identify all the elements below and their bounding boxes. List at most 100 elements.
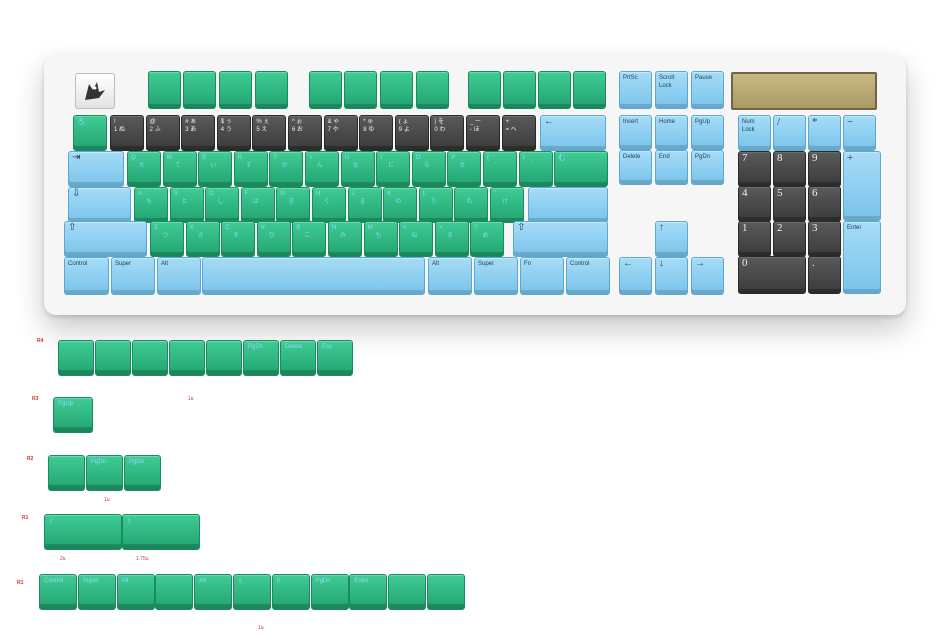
f-key[interactable]	[255, 71, 288, 109]
numpad-enter[interactable]: Enter	[843, 221, 881, 294]
modifier-key[interactable]: Control	[64, 257, 109, 295]
f-key[interactable]	[148, 71, 181, 109]
extra-key-r0[interactable]: 0	[271, 574, 310, 610]
modifier-key[interactable]: Super	[474, 257, 518, 295]
modifier-key[interactable]: Fn	[520, 257, 564, 295]
number-key[interactable]: @ 2 ふ	[145, 115, 180, 151]
extra-key-r4[interactable]	[169, 340, 205, 376]
extra-key-r0[interactable]: Enter	[349, 574, 388, 610]
extra-key-r2[interactable]: PgDn	[86, 455, 123, 491]
number-key[interactable]: ! 1 ぬ	[110, 115, 144, 151]
modifier-key[interactable]: Super	[111, 257, 155, 295]
extra-key-r1-2u[interactable]: ⇧	[44, 514, 122, 550]
extra-key-r0[interactable]: Control	[39, 574, 77, 610]
backslash-key[interactable]: む	[554, 151, 608, 187]
tab-key[interactable]: ⇥	[68, 151, 124, 187]
nav-key-pgup[interactable]: PgUp	[691, 115, 724, 150]
numpad-top-key[interactable]: Num Lock	[738, 115, 771, 151]
numpad-dot[interactable]: .	[808, 256, 841, 294]
nav-key-0[interactable]: PrtSc	[619, 71, 652, 109]
nav-key-delete[interactable]: Delete	[619, 150, 652, 185]
extra-key-r0[interactable]: Alt	[116, 574, 155, 610]
numpad-digit[interactable]: 1	[738, 221, 771, 257]
extra-key-r4[interactable]: Delete	[280, 340, 316, 376]
nav-key-home[interactable]: Home	[655, 115, 688, 150]
numpad-zero[interactable]: 0	[738, 256, 806, 294]
extra-key-r0[interactable]: Super	[77, 574, 116, 610]
enter-key[interactable]	[528, 187, 608, 223]
modifier-key[interactable]: Alt	[157, 257, 201, 295]
f-key[interactable]	[183, 71, 216, 109]
numpad-digit[interactable]: 3	[808, 221, 841, 257]
numpad-top-key[interactable]: *	[808, 115, 841, 151]
extra-key-r4[interactable]	[95, 340, 131, 376]
letter-key[interactable]: "け	[490, 187, 524, 223]
numpad-plus[interactable]: +	[843, 151, 881, 221]
numpad-digit[interactable]: 7	[738, 151, 771, 187]
f-key[interactable]	[573, 71, 606, 109]
extra-key-r0[interactable]: ⇧	[233, 574, 271, 610]
number-key[interactable]: _ ー- ほ	[466, 115, 500, 151]
extra-key-r0[interactable]: Alt	[194, 574, 233, 610]
numpad-digit[interactable]: 2	[773, 221, 806, 257]
extra-key-r0[interactable]	[427, 574, 465, 610]
f-key[interactable]	[538, 71, 571, 109]
extra-key-r0[interactable]: PgDn	[310, 574, 349, 610]
extra-key-r0[interactable]	[155, 574, 194, 610]
extra-key-r4[interactable]: Esc	[317, 340, 353, 376]
letter-key[interactable]: {゛	[483, 151, 517, 187]
letter-key[interactable]: <ね	[399, 221, 434, 257]
number-key[interactable]: + = へ	[501, 115, 536, 151]
caps-key[interactable]: ⇩	[68, 187, 131, 223]
f-key[interactable]	[219, 71, 252, 109]
arrow-left[interactable]: ←	[619, 257, 652, 295]
modifier-key[interactable]: Control	[566, 257, 610, 295]
f-key[interactable]	[380, 71, 413, 109]
extra-key-r4[interactable]: PgDn	[243, 340, 279, 376]
f-key[interactable]	[468, 71, 501, 109]
numpad-digit[interactable]: 8	[773, 151, 806, 187]
right-shift-key[interactable]: ⇧	[513, 221, 608, 257]
numpad-top-key[interactable]: /	[773, 115, 806, 151]
modifier-key[interactable]: Alt	[428, 257, 472, 295]
numpad-digit[interactable]: 6	[808, 186, 841, 222]
logo-key[interactable]	[75, 73, 115, 109]
f-key[interactable]	[503, 71, 536, 109]
extra-key-r4[interactable]	[206, 340, 242, 376]
letter-key[interactable]: >る	[434, 221, 469, 257]
f-key[interactable]	[416, 71, 449, 109]
nav-key-2[interactable]: Pause	[691, 71, 724, 109]
grave-key[interactable]: ろ	[73, 115, 107, 151]
nav-key-pgdn[interactable]: PgDn	[691, 150, 724, 185]
extra-key-r4[interactable]	[58, 340, 94, 376]
nav-key-1[interactable]: Scroll Lock	[655, 71, 688, 109]
nav-key-insert[interactable]: Insert	[619, 115, 652, 150]
extra-key-r2[interactable]: PgDn	[124, 455, 161, 491]
